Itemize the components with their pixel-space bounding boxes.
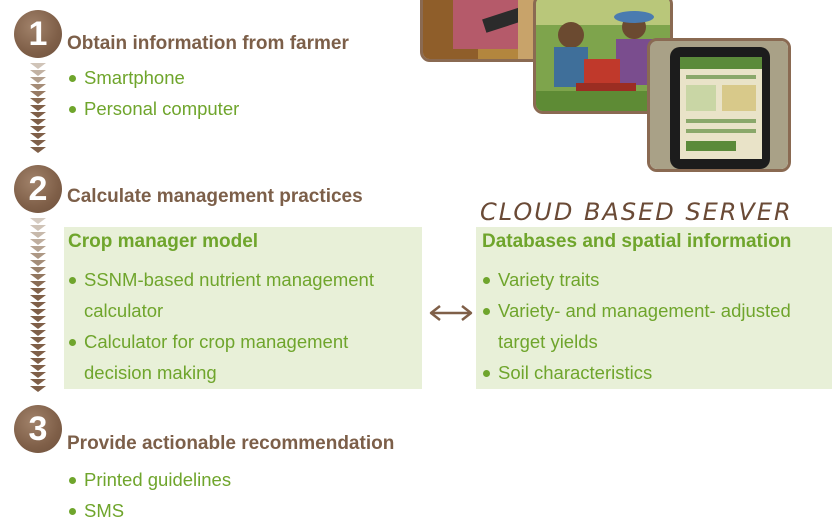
step-3-title: Provide actionable recommendation: [67, 433, 395, 454]
step-2-title: Calculate management practices: [67, 186, 363, 207]
list-item: SSNM-based nutrient management calculato…: [68, 264, 413, 326]
step-3-number: 3: [14, 405, 62, 453]
step-1-title: Obtain information from farmer: [67, 33, 349, 54]
cloud-server-label: CLOUD BASED SERVER: [480, 198, 793, 226]
list-item: Personal computer: [68, 93, 388, 124]
list-item: SMS: [68, 495, 388, 526]
double-arrow-icon: [429, 305, 473, 321]
crop-manager-panel: [64, 227, 422, 389]
cloud-server-list: Variety traits Variety- and management- …: [482, 264, 827, 388]
list-item: Variety- and management- adjusted target…: [482, 295, 827, 357]
cloud-server-title: Databases and spatial information: [482, 231, 792, 252]
step-1-list: Smartphone Personal computer: [68, 62, 388, 124]
list-item: Smartphone: [68, 62, 388, 93]
crop-manager-list: SSNM-based nutrient management calculato…: [68, 264, 413, 388]
farmer-phone-photo: [420, 0, 556, 62]
step-1-number: 1: [14, 10, 62, 58]
step-2-number: 2: [14, 165, 62, 213]
crop-manager-title: Crop manager model: [68, 231, 259, 252]
cloud-server-panel: [476, 227, 832, 389]
phone-app-photo: [647, 38, 791, 172]
chevron-connector-2: [27, 218, 49, 393]
list-item: Calculator for crop management decision …: [68, 326, 413, 388]
list-item: Printed guidelines: [68, 464, 388, 495]
list-item: Soil characteristics: [482, 357, 827, 388]
step-3-list: Printed guidelines SMS: [68, 464, 388, 526]
chevron-connector-1: [27, 63, 49, 154]
list-item: Variety traits: [482, 264, 827, 295]
